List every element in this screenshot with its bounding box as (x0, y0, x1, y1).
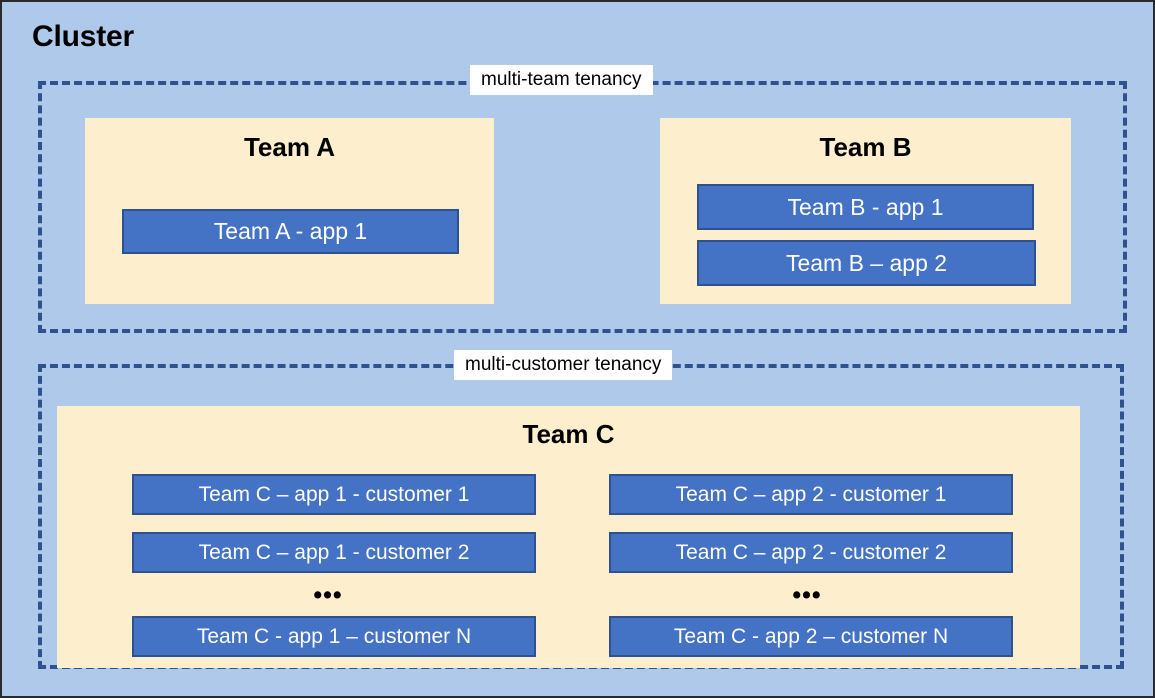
team-c-app-2-customer-2[interactable]: Team C – app 2 - customer 2 (609, 532, 1013, 573)
team-c-app-1-customer-n[interactable]: Team C - app 1 – customer N (132, 616, 536, 657)
team-b-title: Team B (819, 132, 912, 162)
team-c-app-2-ellipsis: ••• (792, 581, 822, 609)
team-a-app-1[interactable]: Team A - app 1 (122, 209, 459, 254)
team-a-title: Team A (243, 132, 336, 162)
team-c-app-1-customer-2[interactable]: Team C – app 1 - customer 2 (132, 532, 536, 573)
team-c-app-2-customer-n[interactable]: Team C - app 2 – customer N (609, 616, 1013, 657)
multi-team-tenancy-label: multi-team tenancy (470, 65, 653, 95)
page-title: Cluster (32, 20, 134, 53)
team-c-title: Team C (522, 419, 615, 449)
multi-customer-tenancy-label: multi-customer tenancy (454, 350, 673, 380)
team-b-app-2[interactable]: Team B – app 2 (697, 240, 1036, 286)
team-c-app-1-customer-1[interactable]: Team C – app 1 - customer 1 (132, 474, 536, 515)
team-c-app-1-ellipsis: ••• (313, 581, 343, 609)
team-b-app-1[interactable]: Team B - app 1 (697, 184, 1034, 230)
team-c-app-2-customer-1[interactable]: Team C – app 2 - customer 1 (609, 474, 1013, 515)
